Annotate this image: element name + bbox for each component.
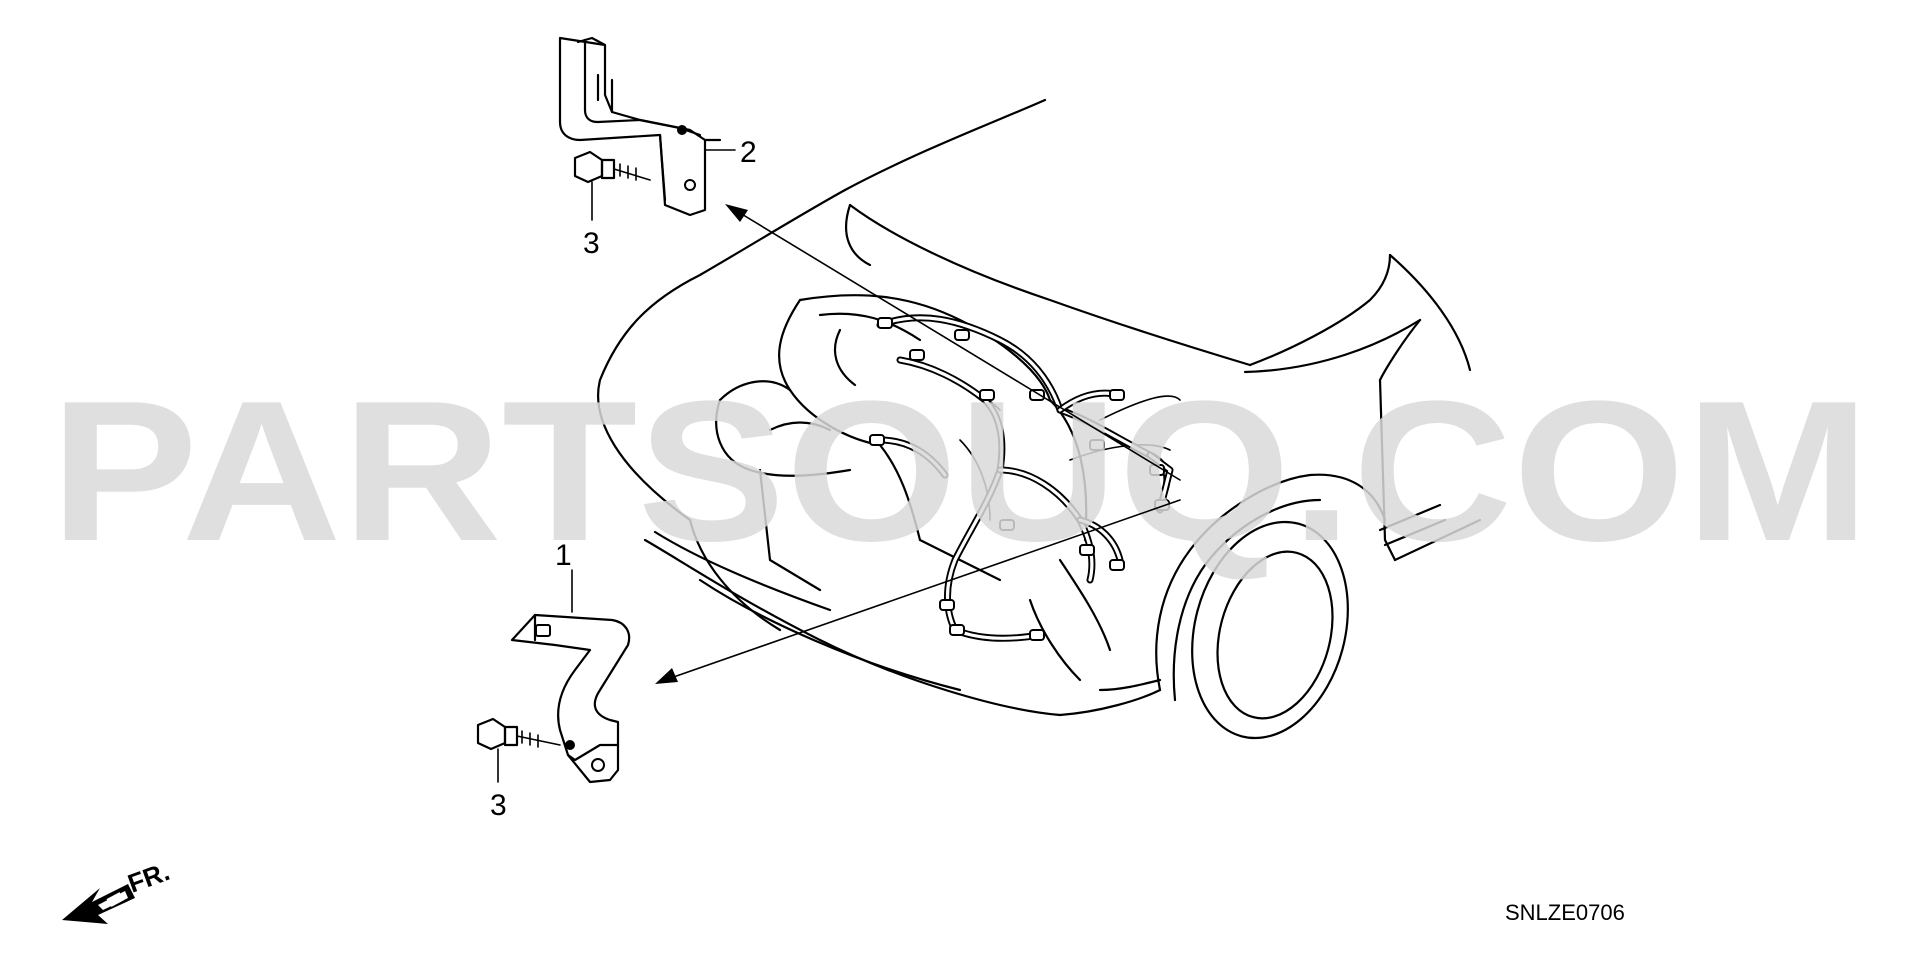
callout-3-lower-label: 3 <box>490 789 507 822</box>
callout-2-label: 2 <box>740 136 757 169</box>
watermark: PARTSOUQ.COM <box>50 360 1870 583</box>
bolt-part-3-upper <box>573 150 651 184</box>
front-direction-label: FR. <box>124 856 174 899</box>
front-direction-arrow-icon <box>62 884 135 924</box>
harness-connectors <box>869 317 1170 641</box>
bolt-part-3-lower <box>476 717 561 751</box>
car-body-outline <box>597 98 1482 740</box>
callout-1-label: 1 <box>555 539 572 572</box>
bracket-part-1 <box>510 613 631 784</box>
callout-3-upper-label: 3 <box>583 227 600 260</box>
bracket-part-2 <box>558 36 722 217</box>
diagram-code: SNLZE0706 <box>1505 900 1625 925</box>
upper-leader-arrow <box>725 204 1181 481</box>
lower-leader-arrow <box>655 499 1181 684</box>
